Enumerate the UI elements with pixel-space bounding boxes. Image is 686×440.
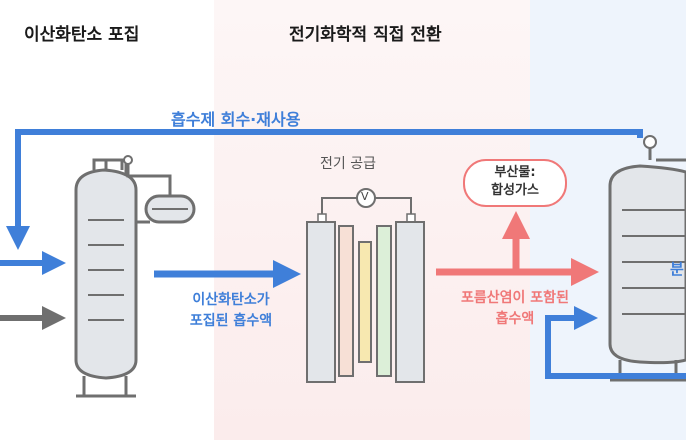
capture-title: 이산화탄소 포집 [24, 25, 140, 45]
conversion-zone [214, 0, 530, 440]
separator-vessel [608, 135, 686, 382]
recycle-label: 흡수제 회수·재사용 [171, 110, 301, 129]
byproduct-label: 부산물: 합성가스 [491, 165, 539, 198]
recycle-loop-arrow [6, 129, 643, 250]
voltmeter-label: V [361, 190, 369, 203]
separator-return-arrow [545, 306, 686, 379]
conversion-title: 전기화학적 직접 전환 [289, 25, 442, 45]
absorber-column [74, 155, 196, 398]
power-label: 전기 공급 [320, 156, 376, 172]
separator-partial-label: 분 [670, 260, 684, 278]
formate-solution-label: 포름산염이 포함된 흡수액 [461, 290, 569, 327]
captured-solution-label: 이산화탄소가 포집된 흡수액 [189, 292, 273, 329]
byproduct-bubble [463, 159, 567, 207]
electrochemical-cell [306, 188, 425, 383]
